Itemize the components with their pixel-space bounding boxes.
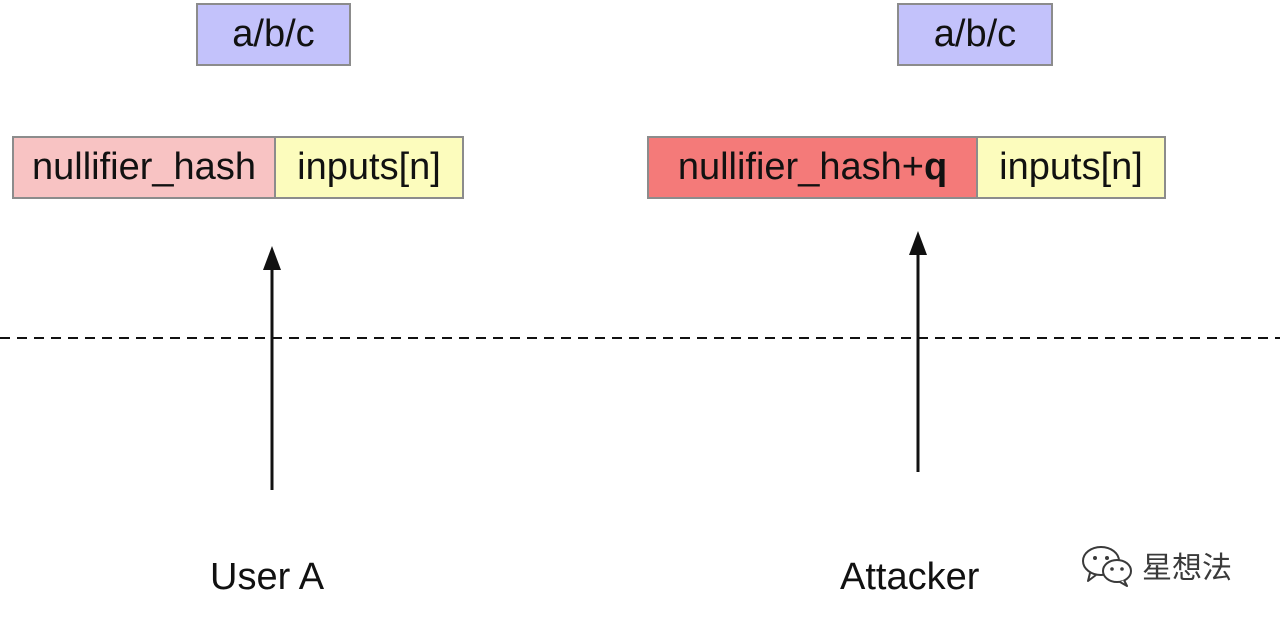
attacker-nullifier-suffix: q xyxy=(923,146,948,188)
user-inputs-label: inputs[n] xyxy=(297,146,441,188)
attacker-proof-label: a/b/c xyxy=(933,13,1017,55)
attacker-arrow-head xyxy=(909,231,927,255)
watermark-text: 星想法 xyxy=(1142,551,1232,586)
attacker-nullifier-box: nullifier_hash+q xyxy=(647,136,978,199)
attacker-actor-label: Attacker xyxy=(840,556,980,598)
user-nullifier-box: nullifier_hash xyxy=(12,136,276,199)
user-actor-label: User A xyxy=(210,556,325,598)
user-proof-label: a/b/c xyxy=(232,13,315,55)
attacker-inputs-box: inputs[n] xyxy=(976,136,1166,199)
user-arrow-head xyxy=(263,246,281,270)
user-inputs-box: inputs[n] xyxy=(274,136,464,199)
attacker-inputs-label: inputs[n] xyxy=(999,146,1143,188)
attacker-nullifier-label: nullifier_hash+ xyxy=(677,146,924,188)
attacker-proof-box: a/b/c xyxy=(897,3,1053,66)
user-nullifier-label: nullifier_hash xyxy=(32,146,256,188)
user-proof-box: a/b/c xyxy=(196,3,351,66)
watermark: 星想法 xyxy=(1080,540,1260,590)
wechat-icon xyxy=(1082,546,1132,587)
